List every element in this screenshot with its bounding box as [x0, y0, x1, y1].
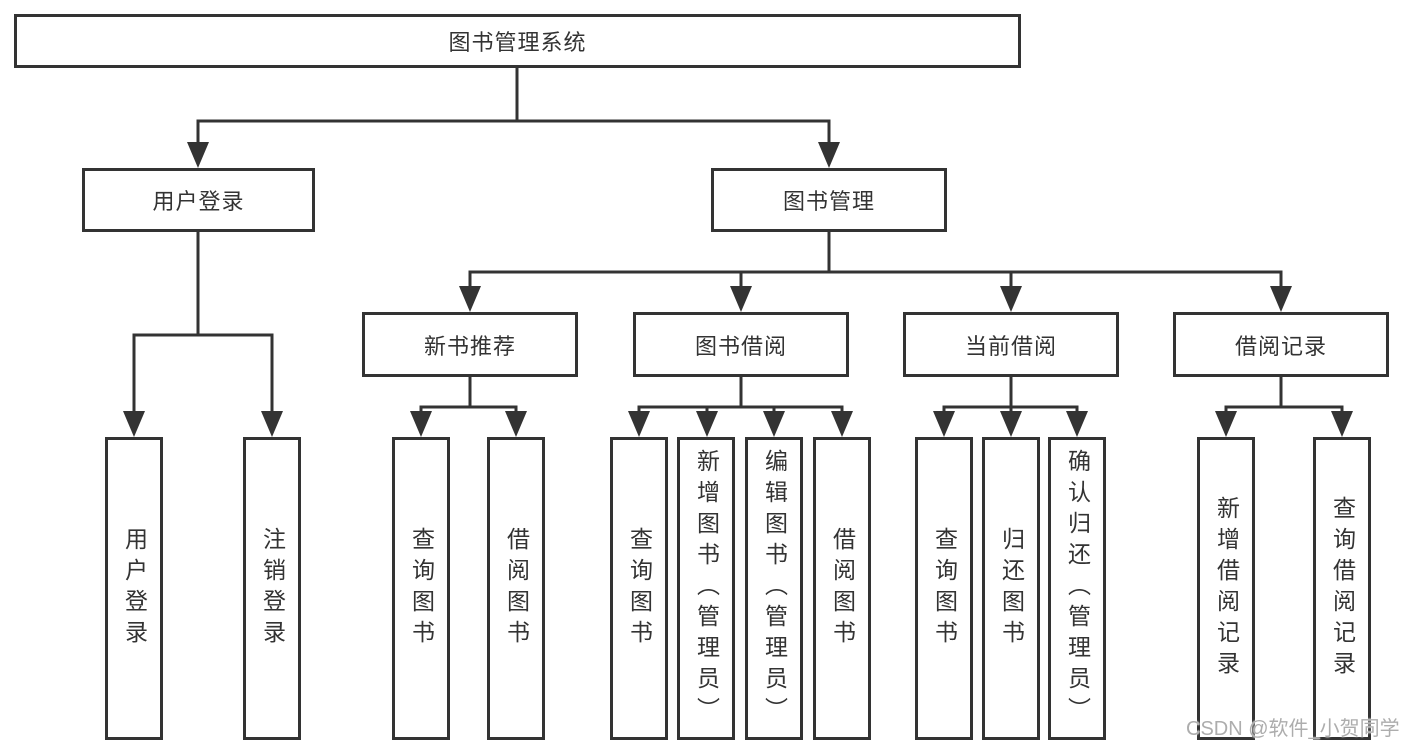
node-user-login: 用户登录	[82, 168, 315, 232]
node-label: 归还图书	[998, 526, 1025, 651]
node-label: 用户登录	[152, 189, 245, 214]
leaf-add-borrow-record: 新增借阅记录	[1197, 437, 1255, 740]
leaf-borrow-books: 借阅图书	[813, 437, 871, 740]
leaf-edit-books-admin: 编辑图书（管理员）	[745, 437, 803, 740]
node-label: 用户登录	[121, 526, 148, 651]
node-current-borrowing: 当前借阅	[903, 312, 1119, 377]
leaf-query-books: 查询图书	[392, 437, 450, 740]
watermark: CSDN @软件_小贺同学	[1186, 718, 1400, 740]
node-library-management-system: 图书管理系统	[14, 14, 1021, 68]
leaf-query-books: 查询图书	[610, 437, 668, 740]
node-borrowing-records: 借阅记录	[1173, 312, 1389, 377]
node-label: 查询图书	[626, 526, 653, 651]
leaf-user-login: 用户登录	[105, 437, 163, 740]
node-label: 新书推荐	[423, 333, 516, 359]
node-new-book-recommendation: 新书推荐	[362, 312, 578, 377]
node-label: 图书借阅	[694, 333, 787, 359]
node-label: 图书管理系统	[448, 30, 587, 55]
leaf-confirm-return-admin: 确认归还（管理员）	[1048, 437, 1106, 740]
node-label: 图书管理	[782, 189, 875, 214]
node-label: 新增图书（管理员）	[693, 449, 720, 728]
node-label: 当前借阅	[964, 333, 1057, 359]
leaf-add-books-admin: 新增图书（管理员）	[677, 437, 735, 740]
node-label: 借阅图书	[503, 526, 530, 651]
node-label: 借阅记录	[1234, 333, 1327, 359]
leaf-query-borrow-record: 查询借阅记录	[1313, 437, 1371, 740]
node-label: 编辑图书（管理员）	[761, 449, 788, 728]
node-label: 新增借阅记录	[1213, 495, 1240, 682]
leaf-borrow-books: 借阅图书	[487, 437, 545, 740]
node-label: 借阅图书	[829, 526, 856, 651]
leaf-return-books: 归还图书	[982, 437, 1040, 740]
node-label: 查询图书	[931, 526, 958, 651]
node-label: 注销登录	[259, 526, 286, 651]
node-book-borrowing: 图书借阅	[633, 312, 849, 377]
node-label: 确认归还（管理员）	[1064, 449, 1091, 728]
node-book-management: 图书管理	[711, 168, 947, 232]
node-label: 查询图书	[408, 526, 435, 651]
leaf-query-books: 查询图书	[915, 437, 973, 740]
leaf-logout: 注销登录	[243, 437, 301, 740]
node-label: 查询借阅记录	[1329, 495, 1356, 682]
